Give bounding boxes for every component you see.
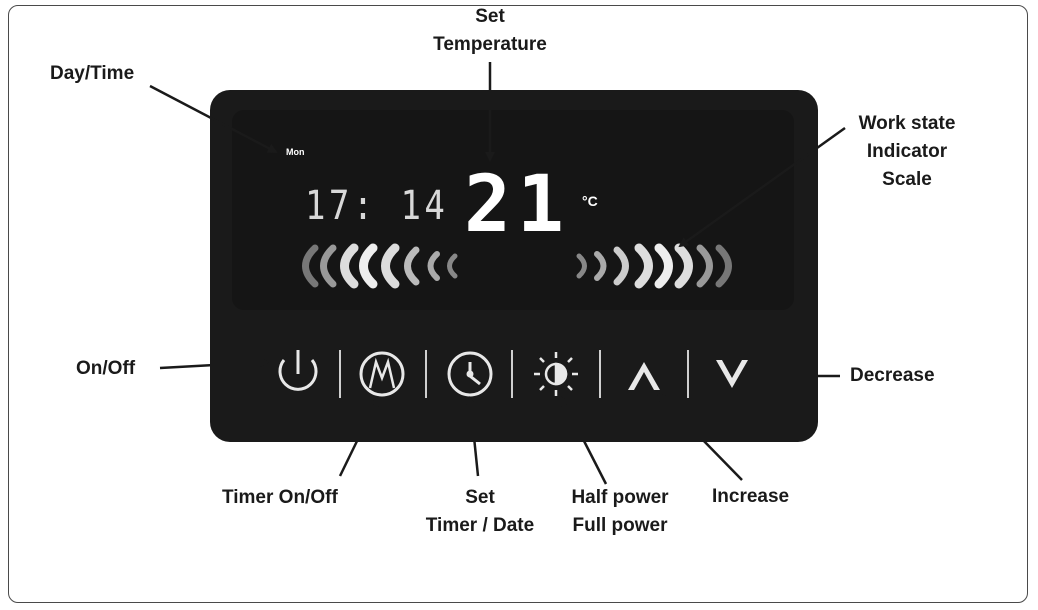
timer-on-off-button[interactable] — [359, 351, 405, 397]
power-level-button[interactable] — [534, 352, 578, 396]
day-readout: Mon — [286, 147, 305, 157]
set-timer-date-button[interactable] — [447, 351, 493, 397]
power-icon — [278, 359, 318, 391]
temperature-unit: °C — [582, 193, 598, 209]
label-on-off: On/Off — [76, 358, 136, 379]
m-icon — [359, 351, 405, 397]
label-timer-on-off: Timer On/Off — [222, 487, 338, 508]
arrow-timer-on-off — [338, 396, 380, 477]
arrow-set-timer-date — [465, 396, 480, 477]
chevron-down-icon — [716, 360, 748, 388]
arrow-on-off — [159, 357, 270, 370]
indicator-left-arcs — [302, 243, 458, 289]
chevron-up-icon — [628, 362, 660, 390]
arrow-work-state — [678, 126, 846, 248]
set-temperature-readout: 21 — [464, 160, 570, 250]
brightness-icon — [534, 352, 578, 396]
label-work-state: Work state Indicator Scale — [858, 113, 956, 190]
label-day-time: Day/Time — [50, 63, 135, 84]
arrow-power — [560, 396, 608, 485]
arrow-day-time — [149, 84, 278, 154]
figure-frame — [8, 5, 1028, 603]
increase-button[interactable] — [628, 362, 660, 390]
on-off-button[interactable] — [278, 350, 318, 391]
clock-icon — [447, 351, 493, 397]
arrow-increase — [656, 392, 743, 481]
label-decrease: Decrease — [850, 365, 935, 386]
decrease-button[interactable] — [716, 360, 748, 388]
indicator-right-arcs — [576, 243, 732, 289]
label-set-temperature: Set Temperature — [433, 6, 547, 55]
label-set-timer-date: Set Timer / Date — [425, 487, 535, 536]
time-readout: 17: 14 — [305, 183, 449, 229]
label-increase: Increase — [712, 486, 790, 507]
label-power: Half power Full power — [571, 487, 669, 536]
